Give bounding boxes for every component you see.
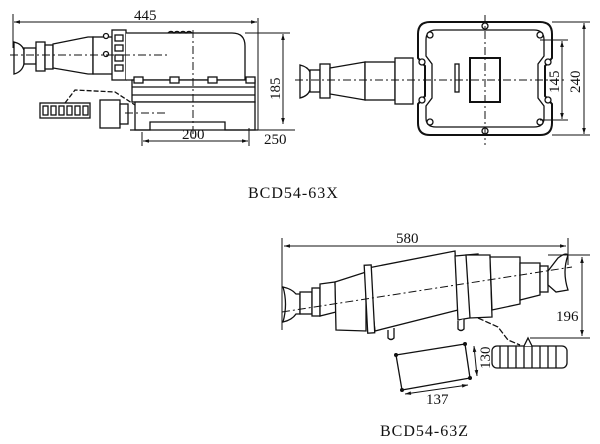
dim-130-label: 130 [478, 347, 494, 370]
dim-inner-label: 145 [547, 71, 563, 94]
model-label-bcd54-63z: BCD54-63Z [380, 423, 469, 440]
dim-base-total-label: 250 [264, 132, 287, 148]
bcd54-63z-view [281, 238, 590, 395]
model-label-bcd54-63x: BCD54-63X [248, 185, 339, 202]
dim-base-label: 200 [182, 127, 205, 143]
dim-137-label: 137 [426, 392, 449, 408]
dim-outer-label: 240 [568, 71, 584, 94]
dim-height-label: 185 [268, 78, 284, 101]
dim-196-label: 196 [556, 309, 579, 325]
dim-length-label: 445 [134, 8, 157, 24]
bcd54-63x-side-view [10, 14, 295, 146]
bcd54-63x-front-view [295, 15, 590, 145]
dim-580-label: 580 [396, 231, 419, 247]
